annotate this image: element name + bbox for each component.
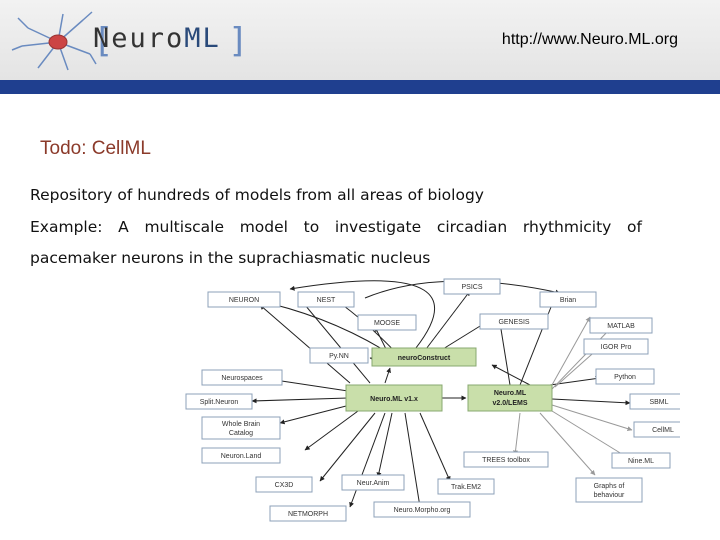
node-neuranim: Neur.Anim (342, 475, 404, 490)
node-pynn: Py.NN (310, 348, 368, 363)
slide-subtitle: Todo: CellML (40, 138, 151, 160)
svg-text:SBML: SBML (649, 399, 668, 406)
node-trees-toolbox: TREES toolbox (464, 452, 548, 467)
svg-text:Neuro.ML v1.x: Neuro.ML v1.x (370, 396, 418, 403)
svg-text:Neur.Anim: Neur.Anim (357, 480, 390, 487)
node-netmorph: NETMORPH (270, 506, 346, 521)
node-neurospaces: Neurospaces (202, 370, 282, 385)
body-line-2: Example: A multiscale model to investiga… (30, 218, 642, 236)
logo-prefix: Neuro (93, 23, 184, 54)
node-brian: Brian (540, 292, 596, 307)
svg-text:CX3D: CX3D (275, 482, 294, 489)
svg-text:Neuro.Morpho.org: Neuro.Morpho.org (394, 507, 451, 514)
neuroml-interop-diagram: NEURON NEST PSICS Brian MOOSE GENESIS MA… (180, 275, 680, 525)
svg-text:Neurospaces: Neurospaces (221, 375, 263, 382)
svg-text:Graphs of: Graphs of (594, 483, 625, 490)
svg-text:NETMORPH: NETMORPH (288, 511, 328, 518)
node-neuron: NEURON (208, 292, 280, 307)
node-cx3d: CX3D (256, 477, 312, 492)
svg-text:Neuro.ML: Neuro.ML (494, 390, 527, 397)
slide-header: [ ] NeuroML http://www.Neuro.ML.org (0, 0, 720, 80)
svg-text:Neuron.Land: Neuron.Land (221, 453, 262, 460)
svg-text:Brian: Brian (560, 297, 576, 304)
svg-text:MOOSE: MOOSE (374, 320, 400, 327)
svg-text:]: ] (228, 21, 248, 61)
body-line-1: Repository of hundreds of models from al… (30, 186, 484, 204)
svg-text:PSICS: PSICS (461, 284, 482, 291)
node-neuroml-v2: Neuro.ML v2.0/LEMS (468, 385, 552, 411)
svg-text:Catalog: Catalog (229, 430, 253, 437)
logo-suffix: ML (184, 23, 221, 54)
node-nineml: Nine.ML (612, 453, 670, 468)
node-neuromorpho: Neuro.Morpho.org (374, 502, 470, 517)
svg-text:IGOR Pro: IGOR Pro (601, 344, 632, 351)
svg-text:Split.Neuron: Split.Neuron (200, 399, 239, 406)
svg-text:neuroConstruct: neuroConstruct (398, 355, 451, 362)
svg-text:Whole Brain: Whole Brain (222, 421, 260, 428)
svg-text:MATLAB: MATLAB (607, 323, 635, 330)
svg-text:NEURON: NEURON (229, 297, 259, 304)
node-psics: PSICS (444, 279, 500, 294)
svg-text:NEST: NEST (317, 297, 336, 304)
site-url[interactable]: http://www.Neuro.ML.org (502, 31, 678, 49)
body-line-3: pacemaker neurons in the suprachiasmatic… (30, 249, 430, 267)
svg-text:Trak.EM2: Trak.EM2 (451, 484, 481, 491)
node-neuroconstruct: neuroConstruct (372, 348, 476, 366)
node-sbml: SBML (630, 394, 680, 409)
node-nest: NEST (298, 292, 354, 307)
node-neuroml-v1: Neuro.ML v1.x (346, 385, 442, 411)
node-trakem2: Trak.EM2 (438, 479, 494, 494)
logo-wordmark: NeuroML (93, 23, 221, 54)
node-genesis: GENESIS (480, 314, 548, 329)
node-moose: MOOSE (358, 315, 416, 330)
svg-text:TREES toolbox: TREES toolbox (482, 457, 530, 464)
svg-text:Py.NN: Py.NN (329, 353, 349, 360)
node-cellml: CellML (634, 422, 680, 437)
svg-text:v2.0/LEMS: v2.0/LEMS (492, 400, 527, 407)
svg-text:CellML: CellML (652, 427, 674, 434)
svg-text:Nine.ML: Nine.ML (628, 458, 654, 465)
svg-text:Python: Python (614, 374, 636, 381)
svg-text:behaviour: behaviour (594, 492, 625, 499)
node-neuronland: Neuron.Land (202, 448, 280, 463)
node-python: Python (596, 369, 654, 384)
node-graphs-of-behaviour: Graphs of behaviour (576, 478, 642, 502)
node-splitneuron: Split.Neuron (186, 394, 252, 409)
header-divider-bar (0, 80, 720, 94)
node-matlab: MATLAB (590, 318, 652, 333)
node-igor-pro: IGOR Pro (584, 339, 648, 354)
svg-text:GENESIS: GENESIS (498, 319, 529, 326)
